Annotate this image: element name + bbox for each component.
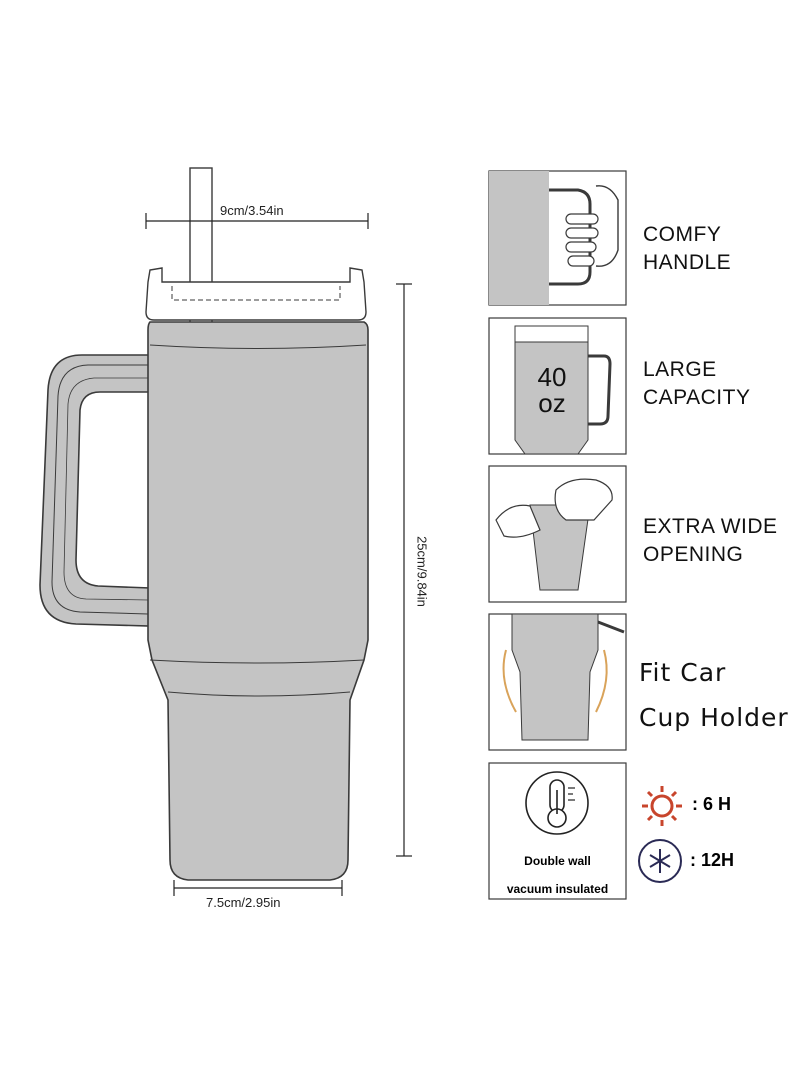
lid xyxy=(145,267,367,321)
feature-car-cup-holder: Fit Car Cup Holder xyxy=(639,658,789,732)
feature-wide-opening: EXTRA WIDE OPENING xyxy=(643,515,778,566)
tumbler-capacity-icon xyxy=(488,317,627,455)
hand-in-opening-icon xyxy=(488,465,627,603)
car-cup-holder-icon xyxy=(488,613,627,751)
hot-duration: : 6 H xyxy=(692,794,732,814)
feature-large-capacity: LARGE CAPACITY xyxy=(643,358,751,409)
width-label: 9cm/3.54in xyxy=(216,203,288,218)
tumbler-body xyxy=(147,321,369,881)
feature-comfy-handle: COMFY HANDLE xyxy=(643,223,732,274)
sun-icon xyxy=(642,786,682,826)
base-label: 7.5cm/2.95in xyxy=(206,895,281,910)
thermometer-icon xyxy=(488,762,627,900)
hand-gripping-handle-icon xyxy=(488,170,627,306)
cold-duration: : 12H xyxy=(690,850,735,870)
capacity-badge: 40 oz xyxy=(537,362,567,418)
double-wall-label: Double wall vacuum insulated xyxy=(506,854,609,896)
snowflake-icon xyxy=(638,839,682,883)
